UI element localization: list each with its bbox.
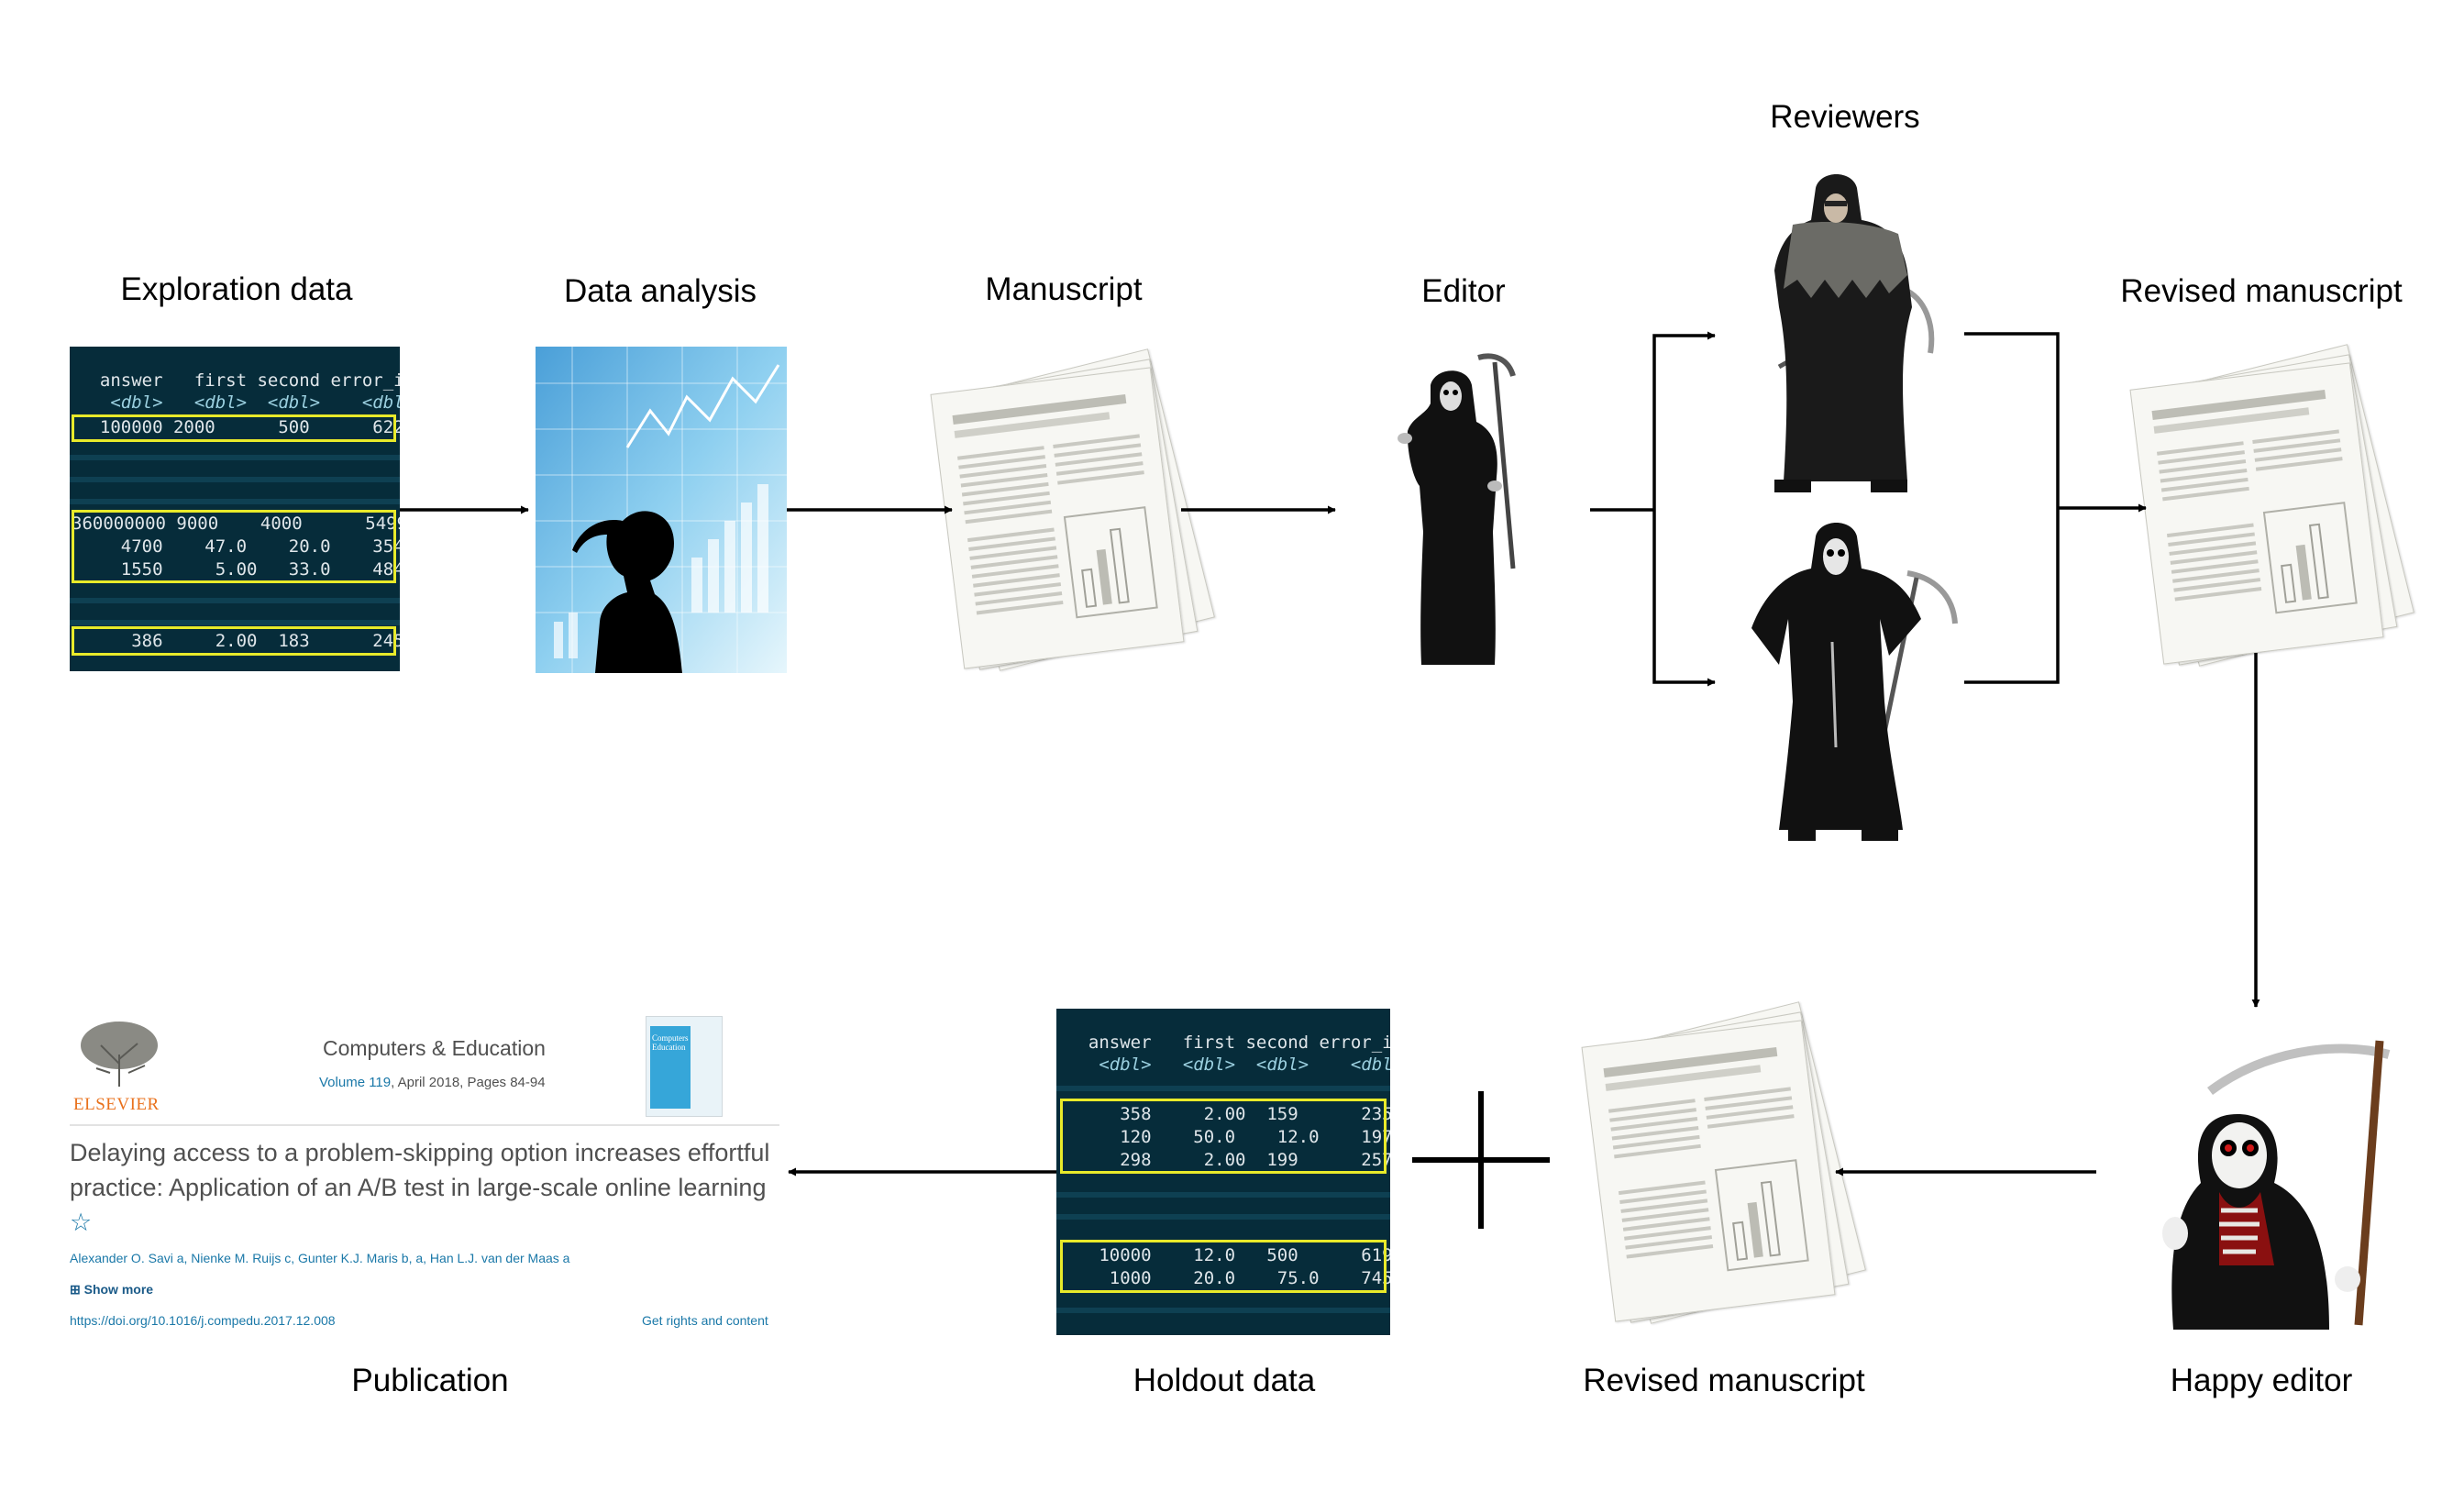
table-row: 298 2.00 199 2576 <box>1067 1150 1390 1170</box>
table-band <box>70 620 400 625</box>
label-manuscript: Manuscript <box>985 271 1143 307</box>
revised-manuscript-top-document <box>2126 344 2414 674</box>
document-page <box>1581 1020 1836 1322</box>
journal-cover: Computers Education <box>646 1016 723 1117</box>
table-row: 386 2.00 183 2450 <box>79 631 400 651</box>
table-band <box>70 598 400 603</box>
table-row: 358 2.00 159 2352 <box>1067 1104 1390 1124</box>
document-page <box>930 367 1185 669</box>
label-revised-manuscript-bottom: Revised manuscript <box>1583 1363 1865 1398</box>
elsevier-logo: ELSEVIER <box>73 1018 165 1119</box>
author-list[interactable]: Alexander O. Savi a, Nienke M. Ruijs c, … <box>70 1251 570 1265</box>
label-revised-manuscript-top: Revised manuscript <box>2120 273 2403 309</box>
label-holdout-data: Holdout data <box>1133 1363 1316 1398</box>
plus-icon <box>1412 1091 1550 1229</box>
table-row: 10000 12.0 500 6194 <box>1067 1245 1390 1265</box>
highlight-box <box>72 414 396 442</box>
doi-link[interactable]: https://doi.org/10.1016/j.compedu.2017.1… <box>70 1313 336 1328</box>
table-row: 120 50.0 12.0 1979 <box>1067 1127 1390 1147</box>
table-row: 100000 2000 500 6221 <box>79 417 400 437</box>
holdout-data-table: answer first second error_id <dbl> <dbl>… <box>1056 1009 1390 1335</box>
table-row: 4700 47.0 20.0 3547 <box>79 536 400 557</box>
editor-figure <box>1394 348 1531 669</box>
table-band <box>70 477 400 482</box>
highlight-box <box>72 626 396 656</box>
label-publication: Publication <box>351 1363 509 1398</box>
table-types: <dbl> <dbl> <dbl> <dbl> <box>1067 1055 1390 1075</box>
table-band <box>1056 1214 1390 1220</box>
table-band <box>70 499 400 504</box>
journal-volume: Volume 119, April 2018, Pages 84-94 <box>319 1075 546 1090</box>
table-types: <dbl> <dbl> <dbl> <dbl> <box>79 392 400 413</box>
volume-details: , April 2018, Pages 84-94 <box>391 1075 546 1090</box>
rights-link[interactable]: Get rights and content <box>642 1313 768 1328</box>
label-reviewers: Reviewers <box>1770 99 1920 135</box>
publication-card: ELSEVIER Computers & Education Volume 11… <box>70 1009 785 1339</box>
table-band <box>1056 1192 1390 1198</box>
label-editor: Editor <box>1421 273 1506 309</box>
show-more-button[interactable]: ⊞ Show more <box>70 1282 154 1297</box>
table-band <box>1056 1308 1390 1313</box>
arrow-to-reviewer-2 <box>1652 510 1716 687</box>
table-header: answer first second error_id <box>79 370 400 391</box>
arrow-to-reviewer-1 <box>1652 331 1716 510</box>
table-row: 1000 20.0 75.0 7454 <box>1067 1268 1390 1288</box>
label-happy-editor: Happy editor <box>2170 1363 2353 1398</box>
label-exploration-data: Exploration data <box>120 271 353 307</box>
reviewer-figure-2 <box>1724 518 1962 848</box>
happy-editor-figure <box>2118 1027 2412 1330</box>
cover-title: Computers Education <box>652 1033 689 1052</box>
highlight-box <box>1060 1099 1387 1174</box>
manuscript-document <box>926 348 1215 679</box>
highlight-box <box>72 510 396 583</box>
table-band <box>1056 1086 1390 1091</box>
document-page <box>2129 362 2384 665</box>
revised-manuscript-bottom-document <box>1577 1001 1866 1331</box>
article-title-text: Delaying access to a problem-skipping op… <box>70 1139 770 1201</box>
connector-reviewer-1-out <box>1964 332 2060 508</box>
highlight-box <box>1060 1240 1387 1293</box>
article-title: Delaying access to a problem-skipping op… <box>70 1135 785 1240</box>
header-divider <box>70 1124 779 1126</box>
journal-name: Computers & Education <box>323 1036 546 1060</box>
table-header: answer first second error_id <box>1067 1033 1390 1053</box>
table-row: 360000000 9000 4000 5499 <box>72 514 400 534</box>
star-icon[interactable]: ☆ <box>70 1209 93 1236</box>
table-band <box>70 455 400 460</box>
table-row: 1550 5.00 33.0 4844 <box>79 559 400 580</box>
label-data-analysis: Data analysis <box>563 273 757 309</box>
publisher-name: ELSEVIER <box>73 1095 160 1114</box>
volume-link[interactable]: Volume 119 <box>319 1075 392 1090</box>
connector-reviewer-2-out <box>1964 508 2060 684</box>
reviewer-figure-1 <box>1751 170 1944 500</box>
exploration-data-table: answer first second error_id <dbl> <dbl>… <box>70 347 400 671</box>
data-analysis-image <box>536 347 787 673</box>
